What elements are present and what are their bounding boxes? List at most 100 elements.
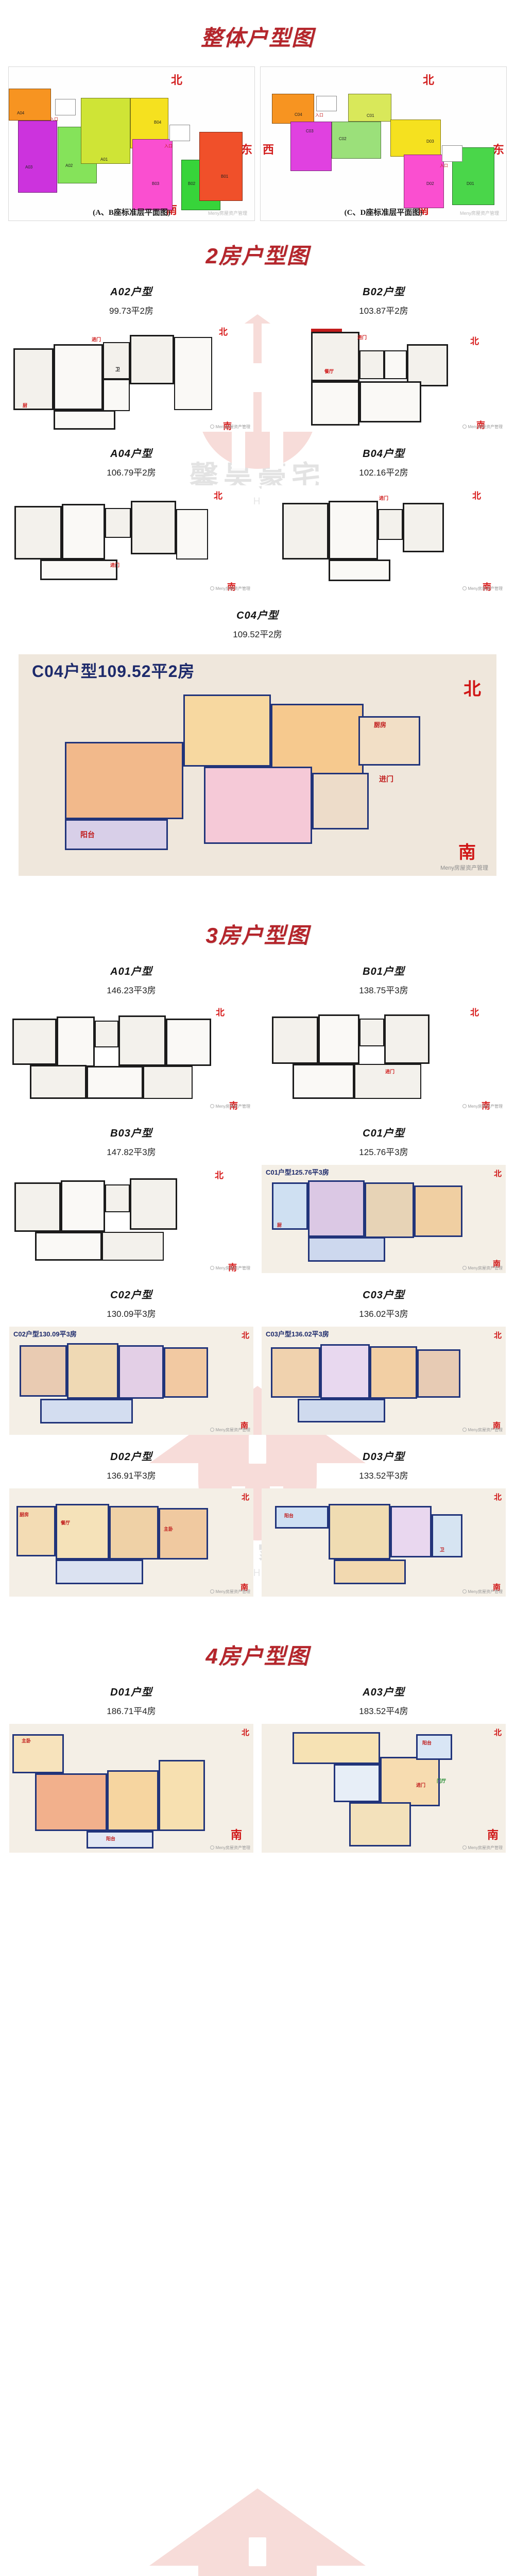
unit-mini-label-d02: D02 (426, 181, 434, 186)
unit-mini-label-c02: C02 (339, 137, 347, 141)
unit-area-c01: 125.76平3房 (359, 1147, 408, 1157)
direction-north-c02: 北 (241, 1331, 249, 1340)
direction-east-label-cd: 东 (492, 143, 504, 157)
d02-label-dining: 餐厅 (61, 1520, 71, 1526)
floorplan-d02[interactable]: 厨房 餐厅 主卧 北 南 Meny房屋资产管理 (9, 1488, 253, 1597)
direction-south-c04: 南 (458, 843, 476, 862)
unit-mini-label-b03: B03 (152, 181, 160, 186)
floor-plan-brochure: 整体户型图 北 南 东 A04 A03 A02 A01 B04 B03 B02 … (0, 26, 515, 2576)
d01-room-living (35, 1773, 107, 1831)
overlay-title-c02: C02户型130.09平3房 (13, 1330, 77, 1338)
section-title-two-room: 2房户型图 (205, 244, 310, 268)
a03-room-dining (380, 1757, 440, 1806)
unit-card-d03[interactable]: D03户型 133.52平3房 阳台 卫 北 南 Meny房屋资产管理 (258, 1448, 510, 1597)
entrance-label-cd-1: 入口 (315, 113, 323, 117)
overall-caption-ab: (A、B座标准层平面图) (93, 209, 170, 217)
three-room-row-4: D02户型 136.91平3房 厨房 餐厅 主卧 北 南 Meny房屋资产管理 … (0, 1448, 515, 1597)
floorplan-b04[interactable]: 进门 北 南 Meny房屋资产管理 (262, 485, 506, 594)
unit-mini-label-c01: C01 (367, 113, 374, 118)
floorplan-d01[interactable]: 主卧 阳台 北 南 Meny房屋资产管理 (9, 1724, 253, 1853)
d02-room-kitchen (16, 1506, 56, 1556)
watermark-brand-3: 馨昊豪宅 XINHAOHAOZHAI (139, 2488, 376, 2576)
unit-block-c04 (272, 94, 314, 124)
d02-label-kitchen: 厨房 (20, 1512, 29, 1517)
direction-north-d02: 北 (241, 1493, 249, 1502)
brand-logo-c01: Meny房屋资产管理 (462, 1265, 503, 1271)
unit-card-a03[interactable]: A03户型 183.52平4房 阳台 进门 门厅 北 南 Meny房屋资产管理 (258, 1684, 510, 1853)
unit-card-c03[interactable]: C03户型 136.02平3房 C03户型136.02平3房 北 南 Meny房… (258, 1286, 510, 1435)
unit-card-b01[interactable]: B01户型 138.75平3房 进门 北 南 Meny房屋资产管理 (258, 963, 510, 1111)
direction-north-b04: 北 (472, 491, 481, 501)
unit-card-a02[interactable]: A02户型 99.73平2房 进门 厨 卫 北 南 Meny房屋资产管理 (5, 283, 258, 432)
core-block-cd-right (442, 145, 462, 162)
unit-block-b01 (199, 132, 243, 201)
hero-room-bedroom-north (183, 694, 271, 767)
d03-room-bath (432, 1514, 462, 1557)
d03-label-balcony: 阳台 (284, 1513, 294, 1518)
entrance-label-ab-1: 入口 (50, 117, 58, 122)
floorplan-a02[interactable]: 进门 厨 卫 北 南 Meny房屋资产管理 (9, 324, 253, 432)
unit-code-c01: C01户型 (363, 1128, 405, 1139)
unit-mini-label-a03: A03 (25, 165, 33, 170)
c02-room-c (118, 1345, 164, 1399)
overall-plans-row: 北 南 东 A04 A03 A02 A01 B04 B03 B02 B01 入口… (0, 66, 515, 221)
brand-logo-c04: Meny房屋资产管理 (440, 865, 488, 871)
unit-card-a04[interactable]: A04户型 106.79平2房 进门 北 南 Meny房屋资产管理 (5, 445, 258, 594)
unit-card-c01[interactable]: C01户型 125.76平3房 C01户型125.76平3房 厨 北 南 Men… (258, 1125, 510, 1273)
overlay-title-c03: C03户型136.02平3房 (266, 1330, 329, 1338)
core-block-cd-left (316, 96, 337, 111)
direction-south-b03: 南 (228, 1263, 237, 1273)
three-room-row-1: A01户型 146.23平3房 北 南 Meny房屋资产管理 B01户型 138… (0, 963, 515, 1111)
unit-card-b03[interactable]: B03户型 147.82平3房 北 南 Meny房屋资产管理 (5, 1125, 258, 1273)
unit-code-a04: A04户型 (110, 448, 152, 460)
floorplan-c01[interactable]: C01户型125.76平3房 厨 北 南 Meny房屋资产管理 (262, 1165, 506, 1273)
floorplan-hero-c04[interactable]: C04户型109.52平2房 北 南 阳台 进门 厨房 Meny房屋资产管理 (19, 654, 496, 876)
unit-area-a01: 146.23平3房 (107, 986, 156, 995)
floorplan-c03[interactable]: C03户型136.02平3房 北 南 Meny房屋资产管理 (262, 1327, 506, 1435)
direction-south-b01: 南 (482, 1101, 490, 1111)
section-title-four-room: 4房户型图 (205, 1644, 310, 1668)
unit-block-a01 (81, 98, 130, 164)
d01-room-master (12, 1734, 64, 1773)
c01-room-bed2 (414, 1185, 462, 1237)
overall-panel-cd[interactable]: 北 南 西 东 C04 C03 C02 C01 D03 D02 D01 入口 入… (260, 66, 507, 221)
unit-block-d02 (404, 155, 444, 208)
section-title-overall: 整体户型图 (200, 26, 314, 50)
c01-room-kitchen (272, 1182, 308, 1230)
c02-room-a (20, 1345, 67, 1397)
c03-room-a (271, 1347, 320, 1398)
unit-card-d02[interactable]: D02户型 136.91平3房 厨房 餐厅 主卧 北 南 Meny房屋资产管理 (5, 1448, 258, 1597)
d02-room-dining (56, 1504, 109, 1560)
d01-room-bed2 (107, 1770, 159, 1831)
floorplan-b02[interactable]: 进门 餐厅 北 南 Meny房屋资产管理 (262, 324, 506, 432)
unit-mini-label-b04: B04 (154, 120, 162, 125)
unit-mini-label-b01: B01 (221, 174, 229, 179)
unit-card-b04[interactable]: B04户型 102.16平2房 进门 北 南 Meny房屋资产管理 (258, 445, 510, 594)
floorplan-c02[interactable]: C02户型130.09平3房 北 南 Meny房屋资产管理 (9, 1327, 253, 1435)
overall-panel-ab[interactable]: 北 南 东 A04 A03 A02 A01 B04 B03 B02 B01 入口… (8, 66, 255, 221)
direction-south-a01: 南 (229, 1101, 238, 1111)
entrance-label-cd-2: 入口 (440, 163, 448, 168)
d02-label-master: 主卧 (164, 1527, 174, 1532)
unit-card-a01[interactable]: A01户型 146.23平3房 北 南 Meny房屋资产管理 (5, 963, 258, 1111)
floorplan-b03[interactable]: 北 南 Meny房屋资产管理 (9, 1165, 253, 1273)
direction-south-b02: 南 (476, 420, 485, 430)
dining-label-b02: 餐厅 (324, 369, 334, 374)
floorplan-d03[interactable]: 阳台 卫 北 南 Meny房屋资产管理 (262, 1488, 506, 1597)
unit-code-c04: C04户型 (236, 610, 279, 621)
d03-room-balcony (275, 1506, 329, 1529)
bath-label-a02: 卫 (115, 367, 121, 372)
unit-card-c02[interactable]: C02户型 130.09平3房 C02户型130.09平3房 北 南 Meny房… (5, 1286, 258, 1435)
unit-card-b02[interactable]: B02户型 103.87平2房 进门 餐厅 北 南 Meny房屋资产管理 (258, 283, 510, 432)
two-room-row-1: A02户型 99.73平2房 进门 厨 卫 北 南 Meny房屋资产管理 B02… (0, 283, 515, 432)
brand-logo-b03: Meny房屋资产管理 (210, 1265, 250, 1271)
floorplan-b01[interactable]: 进门 北 南 Meny房屋资产管理 (262, 1003, 506, 1111)
unit-code-b03: B03户型 (110, 1128, 152, 1139)
unit-card-d01[interactable]: D01户型 186.71平4房 主卧 阳台 北 南 Meny房屋资产管理 (5, 1684, 258, 1853)
unit-mini-label-b02: B02 (188, 181, 196, 186)
direction-north-d01: 北 (241, 1728, 249, 1737)
floorplan-a04[interactable]: 进门 北 南 Meny房屋资产管理 (9, 485, 253, 594)
floorplan-a01[interactable]: 北 南 Meny房屋资产管理 (9, 1003, 253, 1111)
core-block-ab-right (169, 125, 190, 141)
floorplan-a03[interactable]: 阳台 进门 门厅 北 南 Meny房屋资产管理 (262, 1724, 506, 1853)
